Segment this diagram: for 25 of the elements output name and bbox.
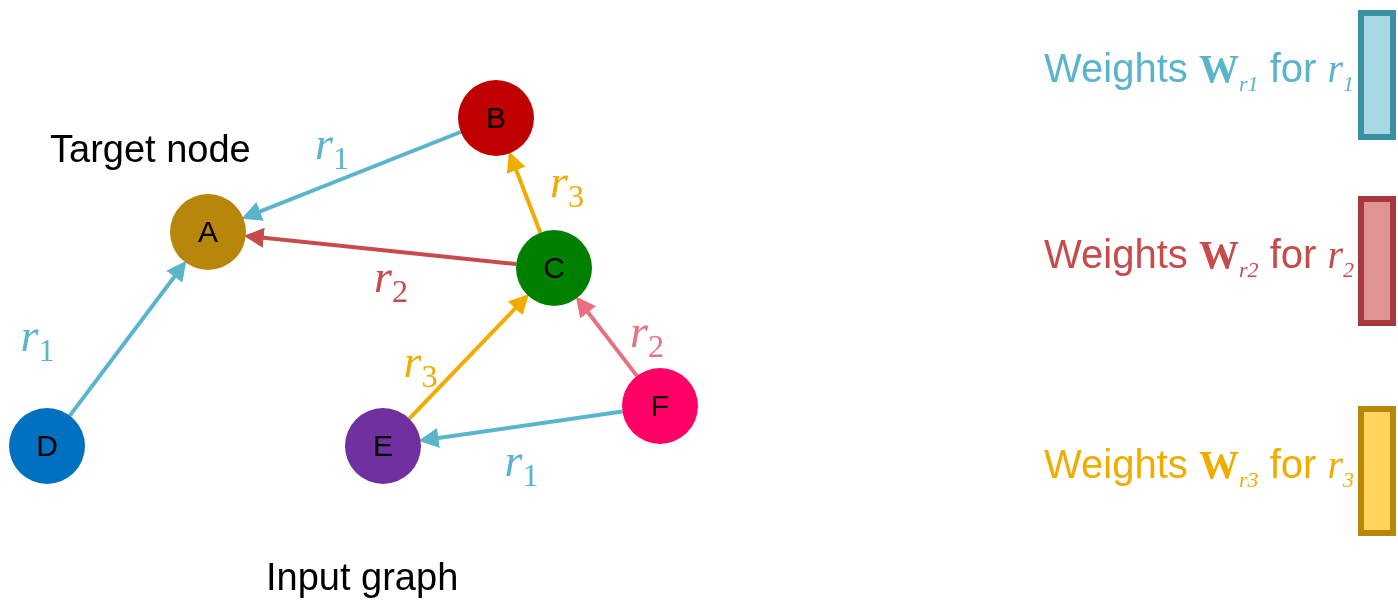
graph-node: D xyxy=(9,408,85,484)
node-caption: Target node xyxy=(50,128,251,171)
graph-node: F xyxy=(622,368,698,444)
arrow xyxy=(68,260,187,417)
edge-label: r$_{3}$ xyxy=(550,155,584,216)
weight-matrix-box xyxy=(1358,406,1396,536)
graph-node: A xyxy=(170,194,246,270)
graph-node: E xyxy=(345,408,421,484)
weights-label: Weights W$_{r1}$ for r$_{1}$ xyxy=(1044,45,1354,97)
weights-label: Weights W$_{r3}$ for r$_{3}$ xyxy=(1044,441,1354,493)
weight-matrix-box xyxy=(1358,10,1396,140)
edge-label: r$_{2}$ xyxy=(374,250,408,311)
caption: Input graph xyxy=(266,556,459,599)
graph-node: C xyxy=(516,230,592,306)
edge-label: r$_{1}$ xyxy=(504,434,539,495)
arrow xyxy=(506,151,543,234)
arrow xyxy=(575,296,639,378)
graph-node: B xyxy=(458,80,534,156)
edge-label: r$_{1}$ xyxy=(315,117,349,178)
weights-label: Weights W$_{r2}$ for r$_{2}$ xyxy=(1044,231,1354,283)
weight-matrix-box xyxy=(1358,196,1396,326)
edge-label: r$_{3}$ xyxy=(403,335,438,396)
edge-label: r$_{2}$ xyxy=(630,305,664,366)
arrow xyxy=(241,130,462,221)
edge-label: r$_{1}$ xyxy=(20,309,55,370)
